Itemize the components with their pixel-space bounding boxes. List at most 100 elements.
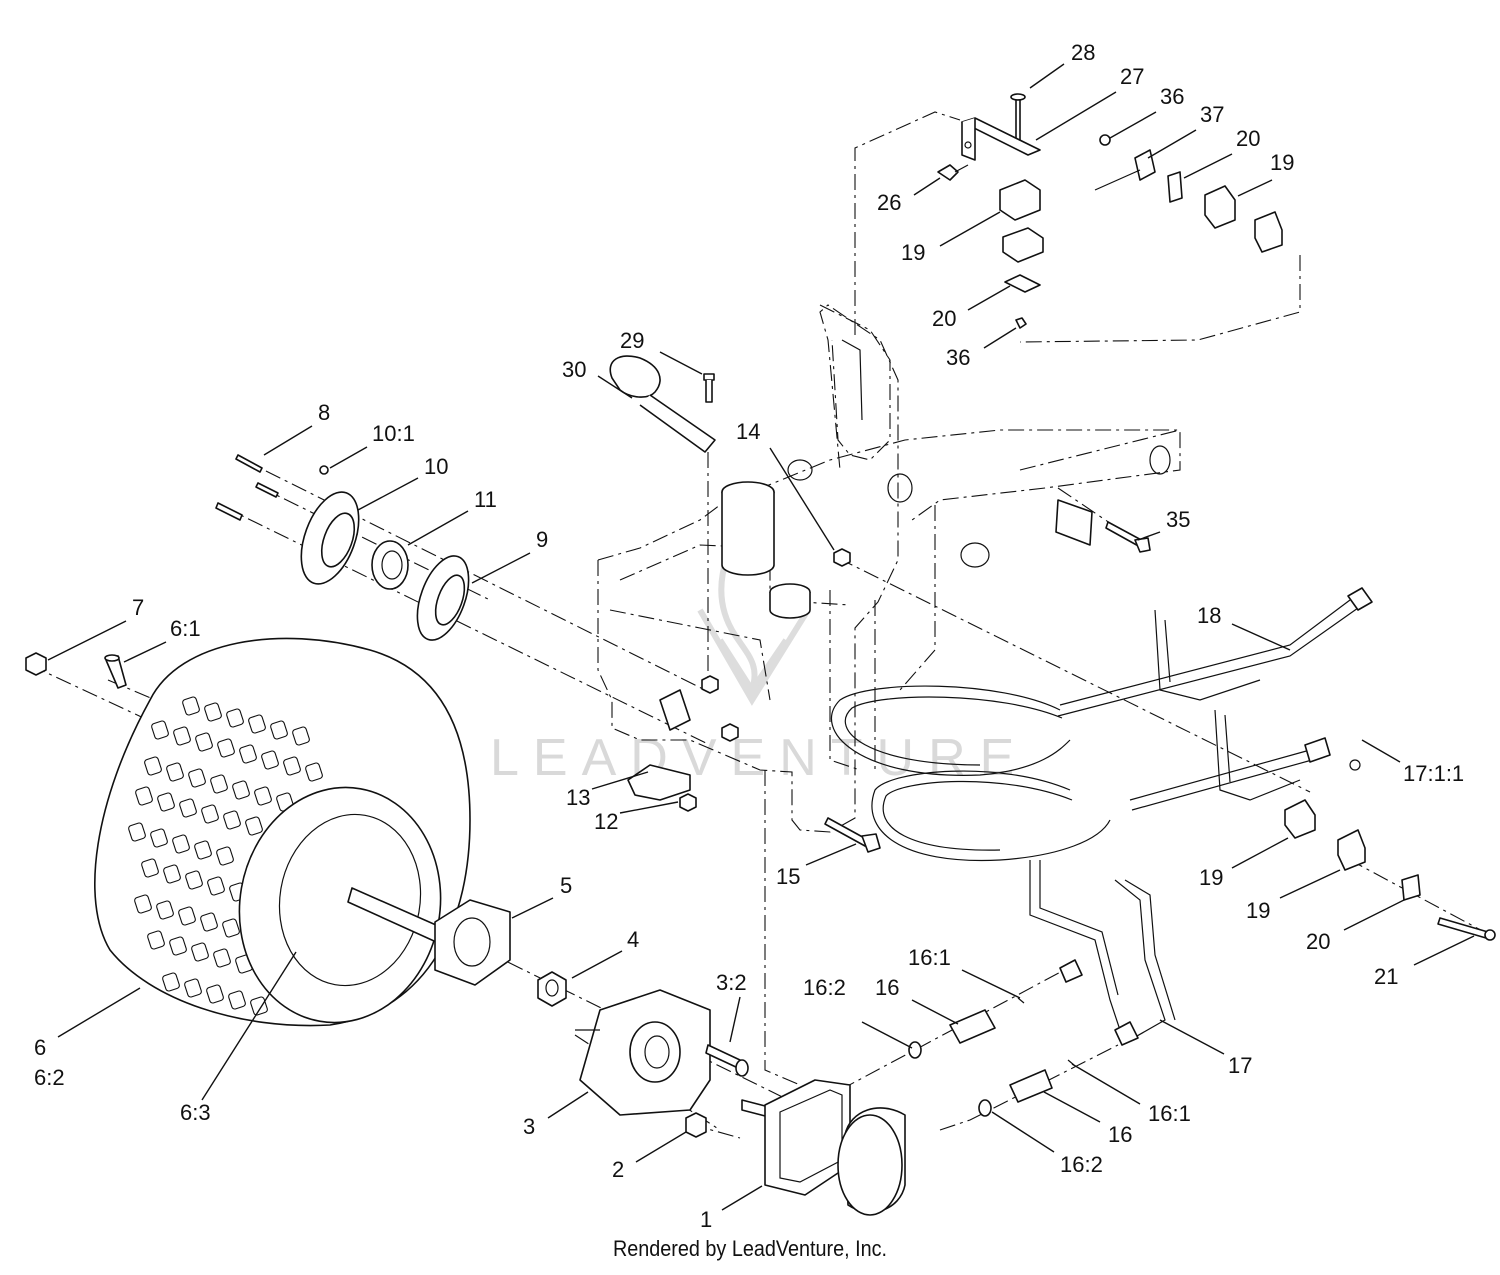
part-28-pin	[1010, 93, 1026, 141]
part-10-1-fitting	[319, 465, 329, 475]
callout-label-19-lower-b: 19	[1246, 898, 1270, 923]
callout-leader-19-lower-b	[1279, 869, 1341, 899]
callout-label-36-top: 36	[1160, 84, 1184, 109]
callout-leader-20-lower	[1343, 899, 1405, 931]
callout-leader-14	[769, 447, 835, 551]
callout-leader-16-1-upper	[961, 969, 1021, 999]
callout-label-13: 13	[566, 785, 590, 810]
part-17-hydraulic-line	[871, 709, 1331, 1046]
tread-block	[151, 720, 169, 740]
callout-label-6-3: 6:3	[180, 1100, 211, 1125]
callout-label-21: 21	[1374, 964, 1398, 989]
callout-label-8: 8	[318, 400, 330, 425]
callout-label-36-mid: 36	[946, 345, 970, 370]
tread-block	[134, 894, 152, 914]
watermark: LEADVENTURE	[490, 518, 1014, 787]
tread-block	[182, 696, 200, 716]
callout-leader-21	[1413, 935, 1475, 966]
callout-label-20-top: 20	[1236, 126, 1260, 151]
tread-block	[147, 930, 165, 950]
part-5-flange-plate	[434, 899, 511, 986]
callout-leader-20-top	[1183, 153, 1233, 179]
callout-label-17: 17	[1228, 1053, 1252, 1078]
tread-block	[141, 858, 159, 878]
callout-label-16-lower: 16	[1108, 1122, 1132, 1147]
tread-block	[305, 762, 323, 782]
callout-leader-16-2-upper	[861, 1021, 913, 1049]
tread-block	[204, 702, 222, 722]
part-6-1-valve-stem	[104, 654, 127, 689]
callout-label-28: 28	[1071, 40, 1095, 65]
tread-block	[206, 984, 224, 1004]
callout-label-1: 1	[700, 1207, 712, 1232]
callout-leader-29	[659, 351, 703, 375]
callout-leader-17	[1159, 1019, 1225, 1055]
callout-leader-18	[1231, 623, 1291, 651]
part-11-bearing	[371, 540, 409, 590]
callout-leader-2	[635, 1131, 687, 1163]
callout-leader-19-top	[1237, 179, 1273, 197]
tread-block	[156, 900, 174, 920]
callout-label-4: 4	[627, 927, 639, 952]
tread-block	[162, 972, 180, 992]
tread-block	[194, 840, 212, 860]
callout-label-16-1-lower: 16:1	[1148, 1101, 1191, 1126]
callout-leader-19-mid	[939, 211, 1001, 247]
tread-block	[144, 756, 162, 776]
part-10-flange	[300, 491, 360, 585]
callout-leader-26	[913, 177, 941, 196]
callout-label-35: 35	[1166, 507, 1190, 532]
tread-block	[166, 762, 184, 782]
callout-leader-16-lower	[1043, 1091, 1101, 1123]
callout-leader-37	[1147, 129, 1197, 159]
callout-label-16-upper: 16	[875, 975, 899, 1000]
part-12-nut	[679, 675, 739, 812]
callout-label-3-2: 3:2	[716, 970, 747, 995]
tread-block	[157, 792, 175, 812]
tread-block	[248, 714, 266, 734]
tread-block	[184, 978, 202, 998]
tread-block	[223, 810, 241, 830]
callout-label-11: 11	[474, 487, 497, 512]
callout-leader-16-1-lower	[1071, 1063, 1141, 1105]
callout-leader-4	[571, 950, 623, 979]
callout-leader-9	[471, 552, 531, 584]
callout-label-17-1-1: 17:1:1	[1403, 761, 1464, 786]
tread-block	[216, 846, 234, 866]
callout-label-16-2-lower: 16:2	[1060, 1152, 1103, 1177]
tread-block	[239, 744, 257, 764]
fitting-group-lower	[978, 1059, 1075, 1117]
part-29-pin	[703, 373, 715, 403]
callout-leader-3-2	[729, 996, 741, 1043]
tread-block	[128, 822, 146, 842]
tread-block	[226, 708, 244, 728]
callout-label-6: 6	[34, 1035, 46, 1060]
callout-leader-27	[1035, 91, 1117, 141]
part-8-bolts	[215, 454, 279, 521]
callout-label-9: 9	[536, 527, 548, 552]
callout-leader-12	[619, 801, 679, 814]
part-30-hitch-pin	[609, 355, 716, 453]
part-6-tire	[94, 637, 471, 1027]
callout-leader-7	[47, 620, 127, 661]
part-9-flange	[416, 555, 470, 641]
callout-leader-6	[57, 987, 141, 1038]
footer-credit: Rendered by LeadVenture, Inc.	[612, 1236, 888, 1261]
part-7-lug-nut	[25, 652, 47, 676]
tread-block	[254, 786, 272, 806]
callout-leader-8	[263, 425, 313, 456]
clamp-stack-right	[1094, 134, 1283, 253]
callout-label-14: 14	[736, 419, 760, 444]
clamp-stack-lower	[1284, 759, 1496, 941]
part-3-2-stud	[705, 1044, 749, 1077]
tread-block	[228, 990, 246, 1010]
callout-label-6-2: 6:2	[34, 1065, 65, 1090]
callout-label-10-1: 10:1	[372, 421, 415, 446]
callout-label-12: 12	[594, 809, 618, 834]
part-3-wheel-hub	[575, 989, 711, 1116]
callout-label-7: 7	[132, 595, 144, 620]
callout-leader-16-2-lower	[991, 1111, 1055, 1153]
tread-block	[213, 948, 231, 968]
part-2-nut	[685, 1112, 707, 1138]
callout-leader-36-mid	[983, 327, 1017, 349]
